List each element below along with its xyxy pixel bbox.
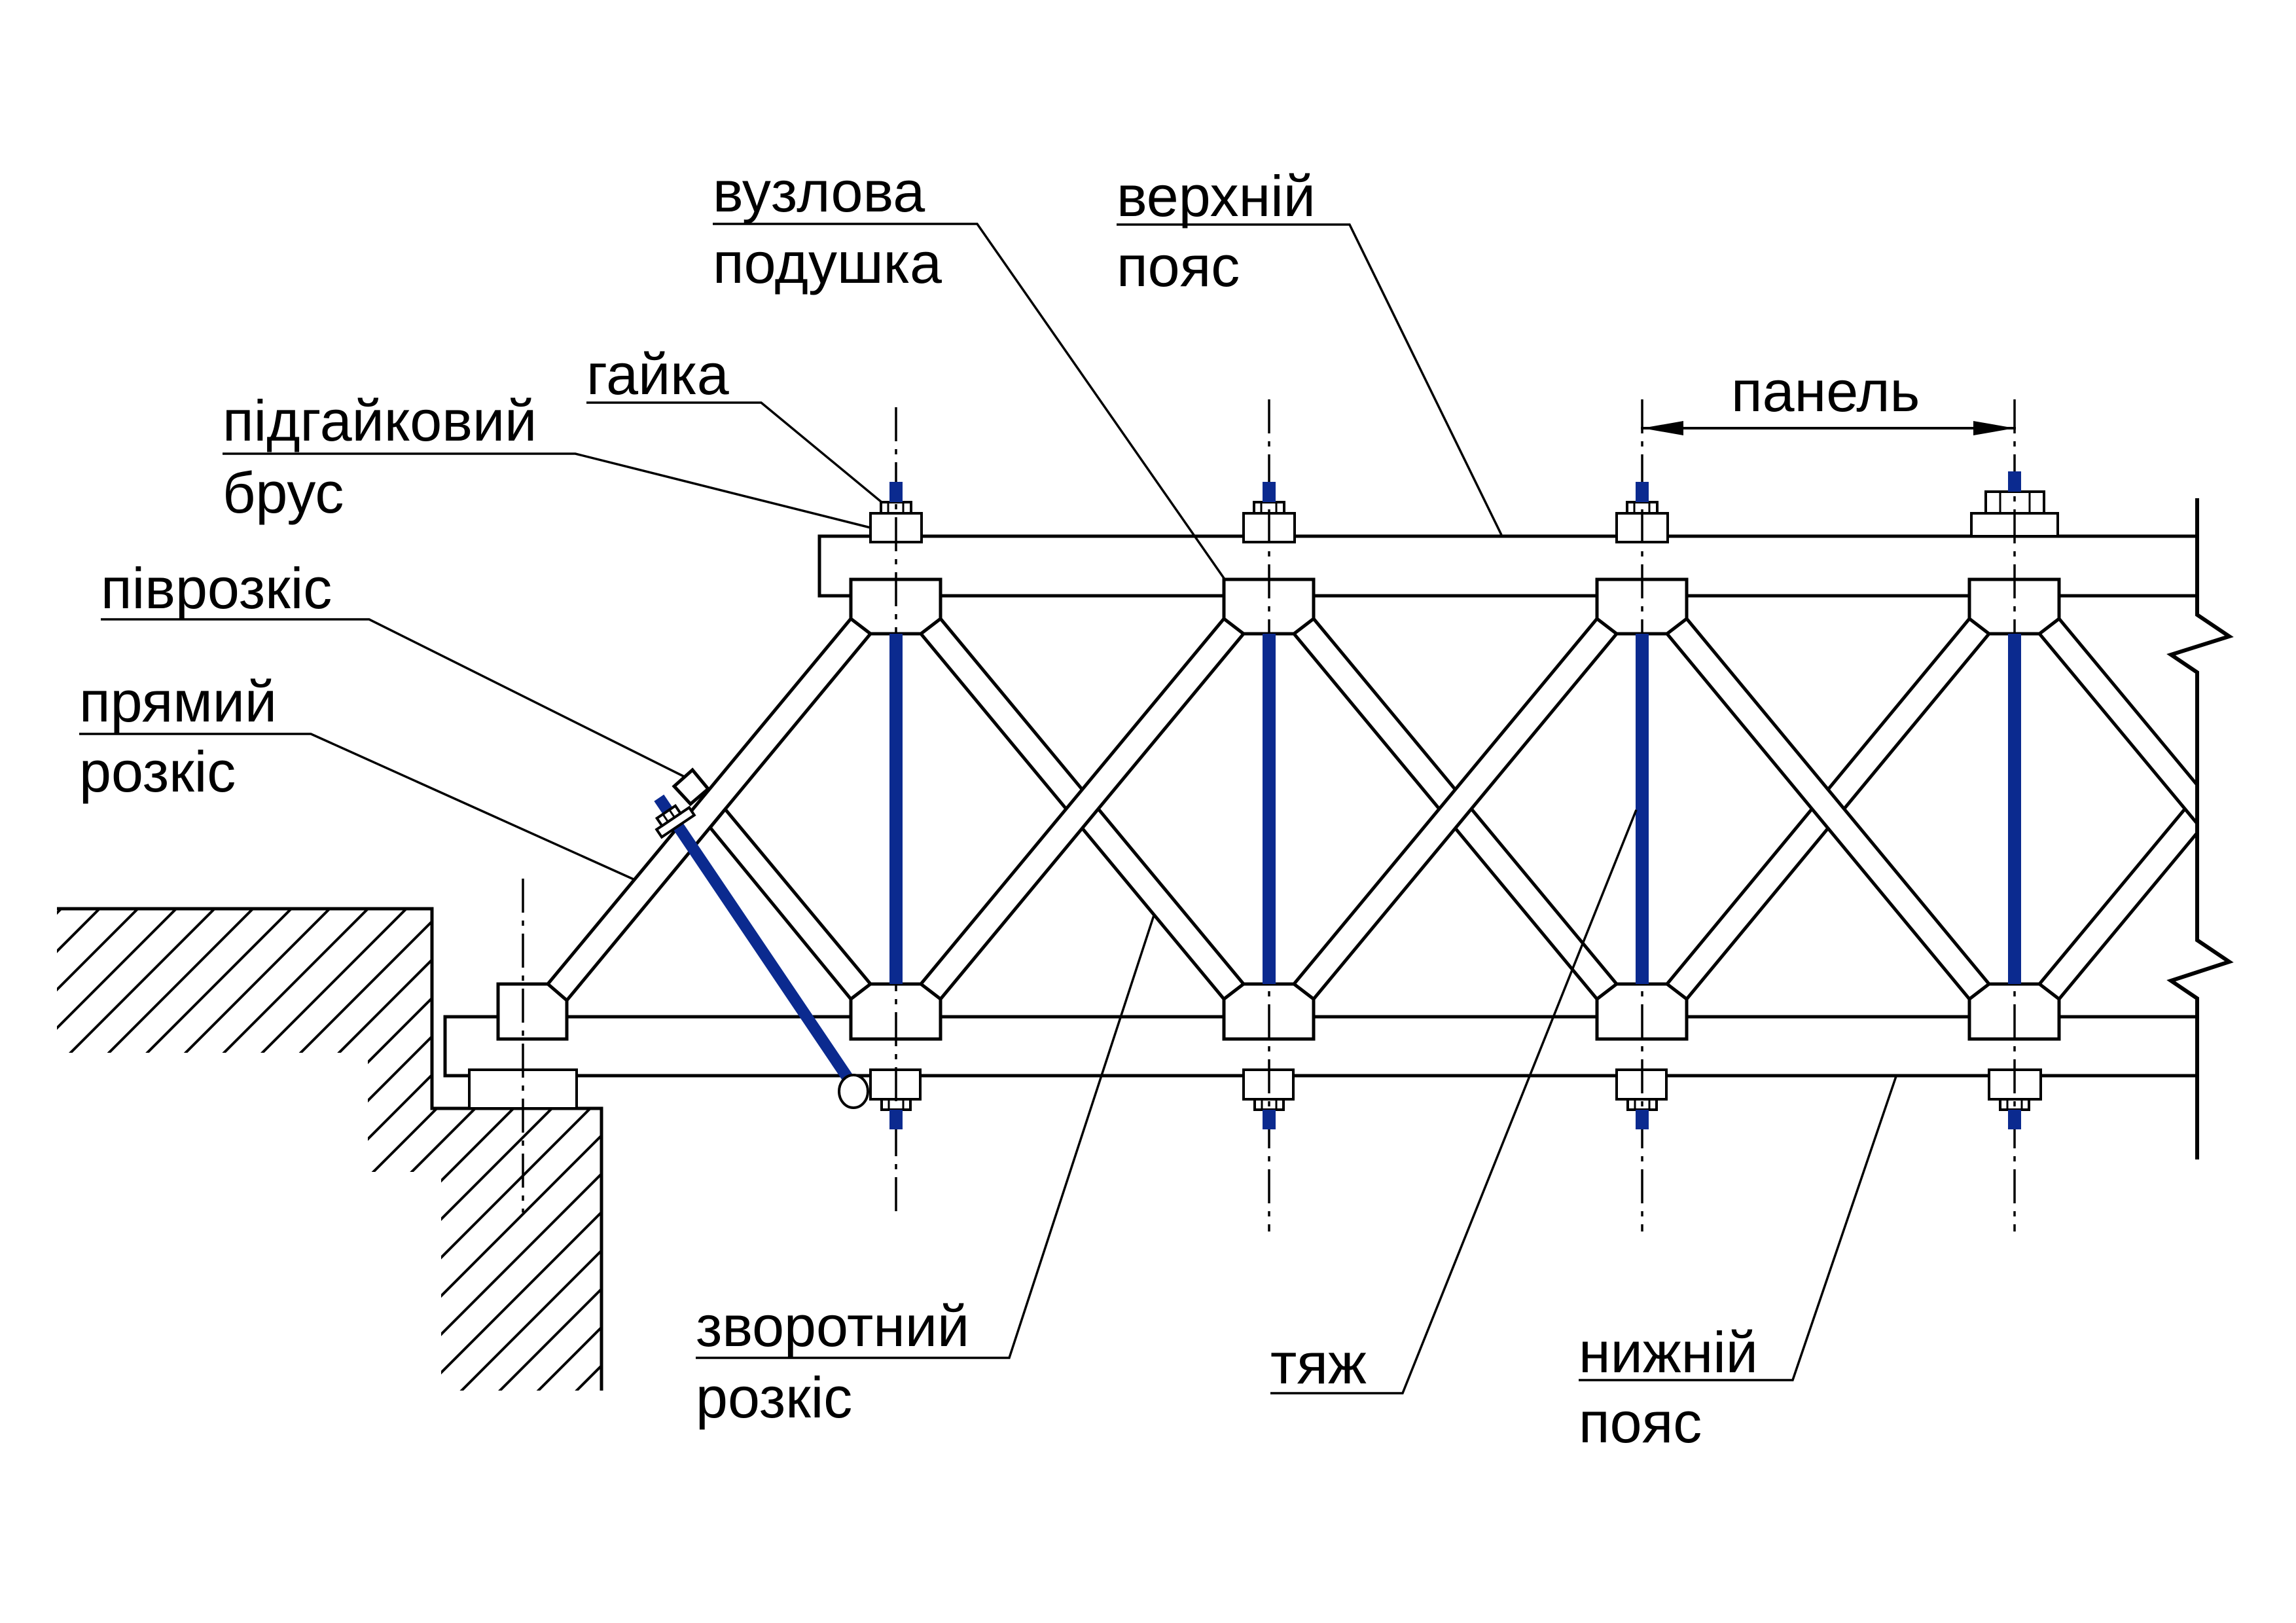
main-brace bbox=[2037, 789, 2199, 1002]
hatch-line bbox=[57, 909, 370, 1222]
label-half-brace: піврозкіс bbox=[101, 556, 332, 621]
chords bbox=[443, 534, 2199, 1078]
tie-bolt-bottom bbox=[889, 1110, 903, 1129]
hatch-line bbox=[114, 909, 600, 1391]
half-brace-rod bbox=[654, 794, 853, 1083]
leader-bottom-chord bbox=[1579, 1076, 1897, 1381]
hatch-line bbox=[57, 909, 293, 1145]
hatch-line bbox=[191, 980, 601, 1391]
steel-tie bbox=[1636, 634, 1649, 984]
label-node-pad-line1: вузлова bbox=[713, 159, 925, 224]
label-top-chord-line1: верхній bbox=[1117, 164, 1316, 228]
label-nut: гайка bbox=[586, 342, 729, 407]
hatch-line bbox=[76, 909, 562, 1391]
abutment bbox=[57, 907, 603, 1391]
rod-anchor-ring bbox=[838, 1074, 869, 1109]
break-line-zigzag bbox=[2166, 498, 2234, 1159]
hatch-line bbox=[57, 909, 217, 1068]
hatch-line bbox=[344, 1133, 601, 1391]
abutment-outline bbox=[57, 907, 603, 1391]
nut-facet bbox=[668, 808, 676, 819]
labels: вузловаподушкаверхнійпоясгайкапідгайкови… bbox=[79, 159, 1897, 1455]
label-bottom-chord-line1: нижній bbox=[1579, 1320, 1758, 1385]
label-main-brace-line1: прямий bbox=[79, 669, 277, 734]
hatch-line bbox=[57, 909, 101, 953]
label-counter-brace-line1: зворотний bbox=[696, 1294, 969, 1359]
steel-tie bbox=[1263, 634, 1276, 984]
diagonals bbox=[545, 616, 2199, 1003]
hatch-line bbox=[57, 909, 485, 1337]
hatch-line bbox=[57, 909, 255, 1107]
dimension-arrow-left bbox=[1642, 421, 1683, 435]
leader-main-brace bbox=[79, 733, 634, 881]
leader-half-brace bbox=[101, 618, 685, 778]
label-top-chord-line2: пояс bbox=[1117, 234, 1240, 299]
steel-tie bbox=[889, 634, 903, 984]
label-node-pad-line2: подушка bbox=[713, 230, 942, 295]
tie-bolt-bottom bbox=[1263, 1110, 1276, 1129]
hatch-line bbox=[536, 1325, 601, 1391]
tie-bolt-bottom bbox=[1636, 1110, 1649, 1129]
upper-node-pad bbox=[849, 577, 942, 636]
half-brace-pad bbox=[672, 767, 711, 807]
leader-counter-brace bbox=[696, 915, 1155, 1359]
leader-node-pad bbox=[713, 223, 1227, 581]
last-panel-braces bbox=[2037, 616, 2199, 1002]
leader-top-chord bbox=[1117, 223, 1503, 536]
support-node-pad bbox=[496, 982, 569, 1041]
leader-nut-beam bbox=[223, 452, 871, 529]
label-tie: тяж bbox=[1270, 1331, 1367, 1396]
lower-node-pad bbox=[849, 982, 942, 1041]
rod-nut bbox=[655, 803, 683, 828]
hatch-line bbox=[497, 1286, 601, 1391]
label-bottom-chord-line2: пояс bbox=[1579, 1390, 1702, 1455]
hatch-line bbox=[57, 909, 179, 1030]
label-main-brace-line2: розкіс bbox=[79, 739, 236, 804]
panel-dimension: панель bbox=[1641, 359, 2016, 435]
hatch-line bbox=[57, 909, 140, 992]
label-nut-beam-line2: брус bbox=[223, 460, 344, 525]
tie-bolt-top bbox=[2008, 471, 2021, 492]
dimension-arrow-right bbox=[1973, 421, 2015, 435]
nut-upper bbox=[1984, 490, 2045, 515]
hatch-line bbox=[57, 909, 408, 1260]
tie-bolt-top bbox=[1636, 482, 1649, 502]
tie-bolt-top bbox=[889, 482, 903, 502]
hatch-line bbox=[459, 1249, 601, 1391]
hatch-line bbox=[306, 1095, 601, 1391]
label-counter-brace-line2: розкіс bbox=[696, 1365, 852, 1430]
leader-tie bbox=[1270, 809, 1638, 1395]
hatch-line bbox=[575, 1364, 601, 1391]
tie-hardware bbox=[654, 471, 2021, 1129]
break-line bbox=[2166, 498, 2234, 1159]
steel-tie bbox=[2008, 634, 2021, 984]
tie-bolt-bottom bbox=[2008, 1110, 2021, 1129]
nut-facet bbox=[661, 812, 670, 824]
abutment-hatch bbox=[57, 909, 601, 1391]
label-nut-beam-line1: підгайковий bbox=[223, 388, 537, 453]
tie-bolt-top bbox=[1263, 482, 1276, 502]
label-panel: панель bbox=[1731, 359, 1920, 424]
half-brace-rod-assembly bbox=[654, 794, 853, 1083]
hatch-line bbox=[57, 909, 447, 1299]
hatch-line bbox=[57, 909, 524, 1376]
hatch-line bbox=[421, 1210, 601, 1391]
leader-nut bbox=[586, 401, 883, 503]
